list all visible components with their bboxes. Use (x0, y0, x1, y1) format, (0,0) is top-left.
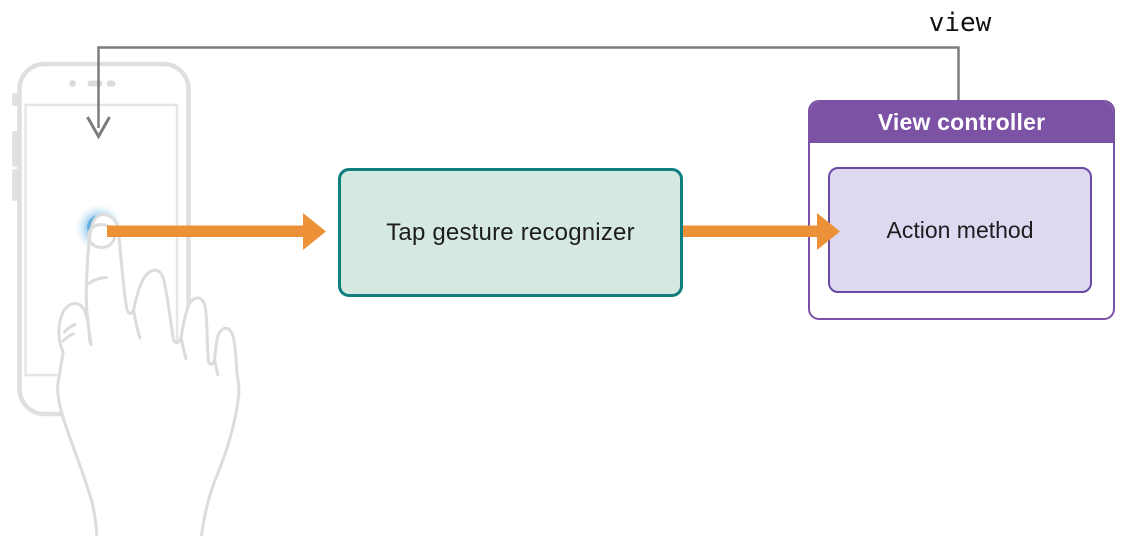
connector-arrowhead (86, 116, 111, 140)
tap-gesture-recognizer-node: Tap gesture recognizer (338, 168, 683, 297)
hand-detail-lines (61, 223, 220, 377)
touch-indicator-glow (75, 204, 123, 252)
view-controller-header: View controller (810, 102, 1113, 143)
view-property-label: view (928, 8, 992, 38)
arrow-touch-to-recognizer (107, 213, 326, 250)
tapping-hand-illustration (56, 213, 241, 536)
phone-camera-speaker (69, 80, 116, 87)
tap-gesture-recognizer-label: Tap gesture recognizer (386, 218, 635, 246)
action-method-node: Action method (828, 167, 1092, 293)
phone-body (17, 61, 191, 417)
phone-screen (24, 103, 179, 377)
action-method-label: Action method (886, 216, 1034, 243)
fingernail (87, 223, 116, 249)
view-controller-label: View controller (877, 109, 1046, 135)
phone-side-buttons (12, 93, 19, 201)
hand-outline (56, 213, 241, 536)
iphone-illustration (12, 61, 191, 417)
